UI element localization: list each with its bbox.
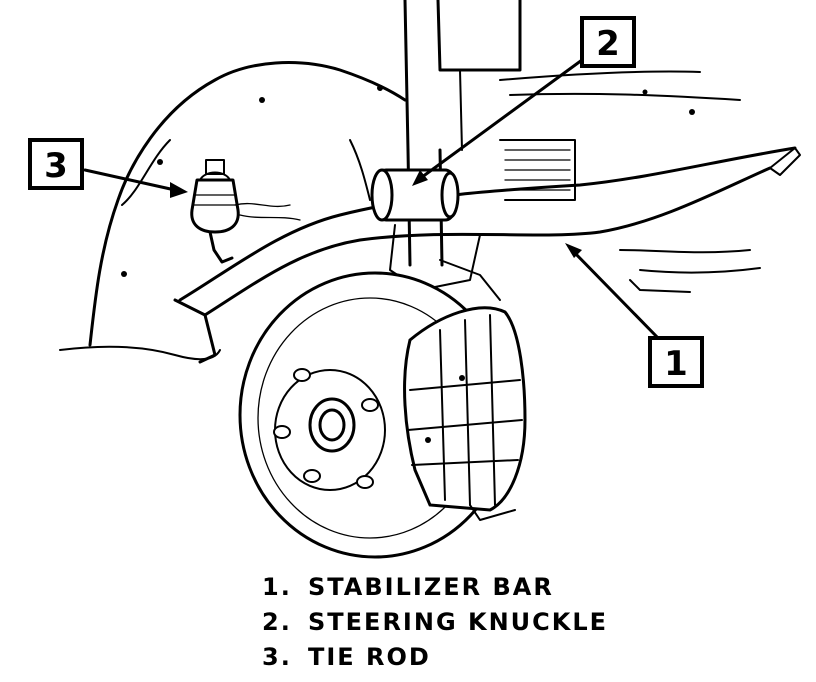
frame-rail <box>403 0 761 293</box>
legend: 1. STABILIZER BAR 2. STEERING KNUCKLE 3. TI… <box>262 570 608 675</box>
stabilizer-bar <box>178 146 801 317</box>
callout-3: 3 <box>28 138 188 198</box>
callout-1-number: 1 <box>664 344 688 384</box>
steering-knuckle <box>370 168 501 301</box>
fender-well <box>59 61 407 364</box>
tie-rod <box>190 159 301 264</box>
callout-3-number: 3 <box>44 146 68 186</box>
legend-item-number: 2. <box>262 608 292 636</box>
wheel-hub <box>273 368 379 489</box>
callout-1: 1 <box>565 243 704 388</box>
legend-item: 3. TIE ROD <box>262 640 608 675</box>
legend-item: 1. STABILIZER BAR <box>262 570 608 605</box>
legend-item-number: 3. <box>262 643 292 671</box>
legend-item-label: STEERING KNUCKLE <box>308 608 609 636</box>
legend-item-label: STABILIZER BAR <box>308 573 554 601</box>
legend-item-number: 1. <box>262 573 292 601</box>
callout-2-number: 2 <box>596 24 620 64</box>
callout-2: 2 <box>412 16 636 186</box>
legend-item-label: TIE ROD <box>308 643 431 671</box>
brake-caliper <box>403 306 527 521</box>
legend-item: 2. STEERING KNUCKLE <box>262 605 608 640</box>
